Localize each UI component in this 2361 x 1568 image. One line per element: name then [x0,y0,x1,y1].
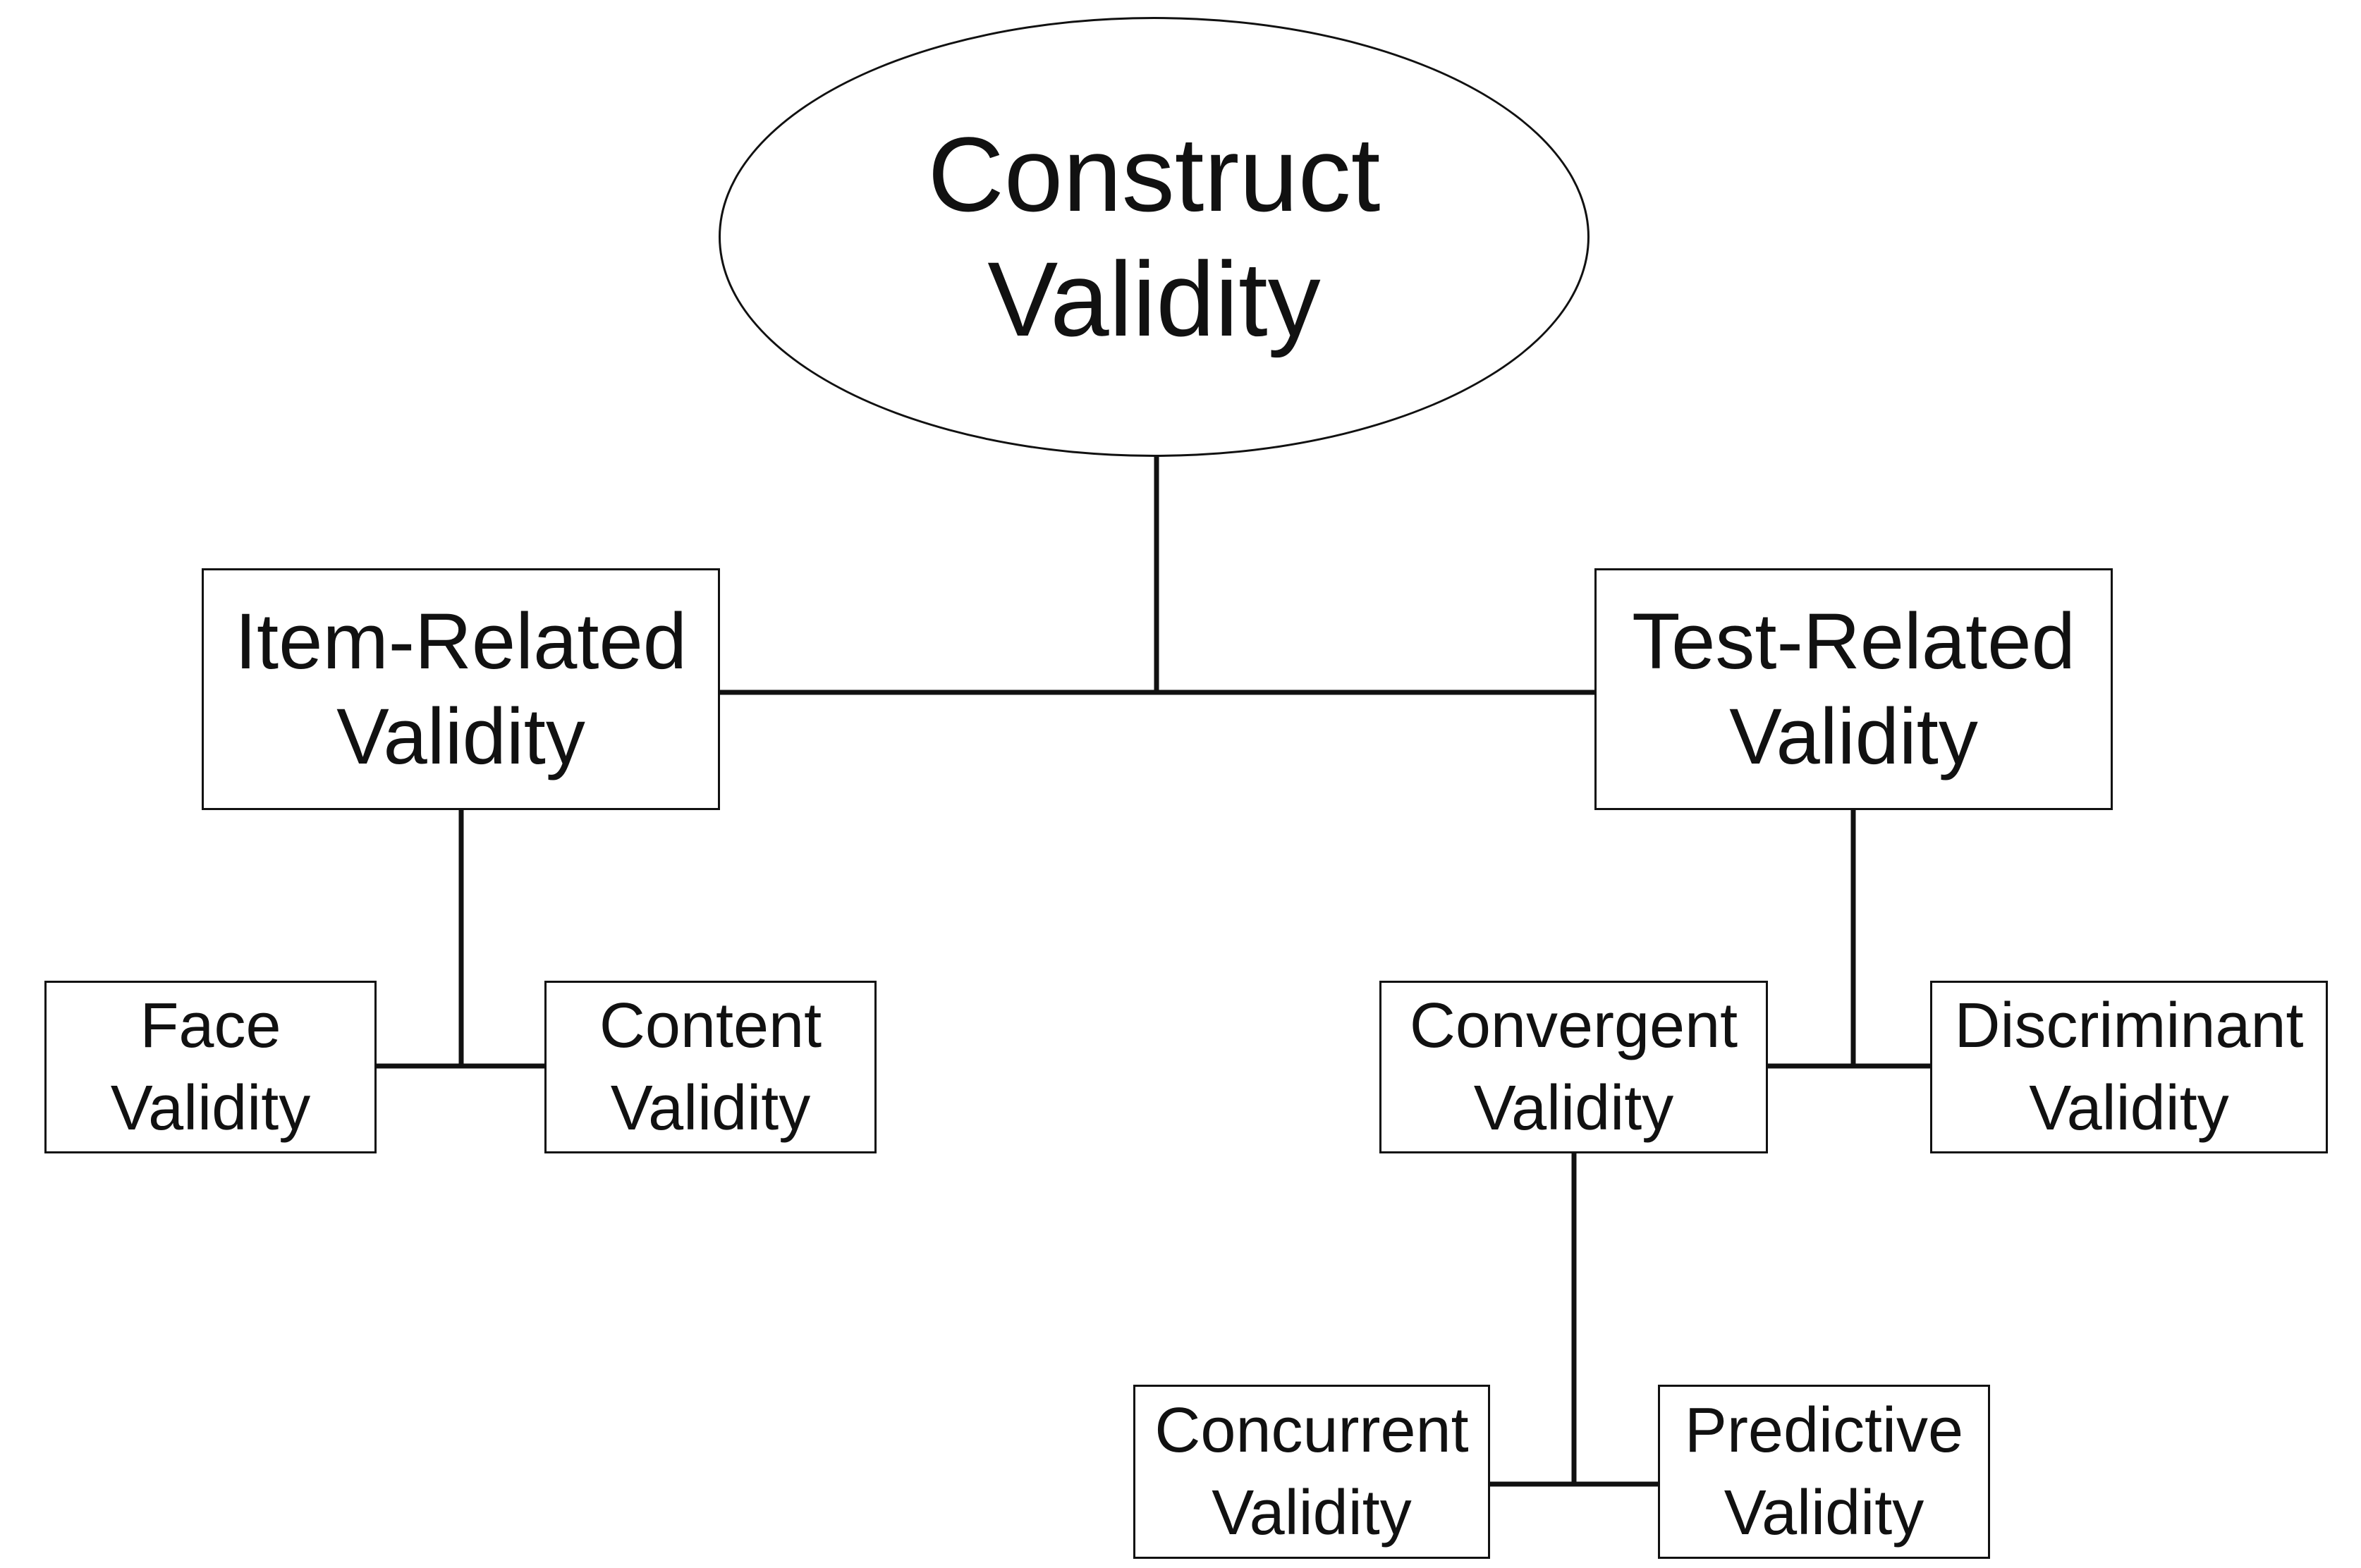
predictive-validity-line1: Predictive [1684,1395,1964,1466]
discriminant-validity-node: Discriminant Validity [1930,981,2328,1153]
content-validity-line1: Content [599,990,822,1061]
item-related-line2: Validity [336,692,585,780]
concurrent-validity-line2: Validity [1212,1477,1412,1548]
concurrent-validity-line1: Concurrent [1154,1395,1469,1466]
face-validity-line1: Face [140,990,281,1061]
convergent-validity-node: Convergent Validity [1379,981,1768,1153]
discriminant-validity-line1: Discriminant [1954,990,2304,1061]
construct-validity-line2: Validity [987,240,1321,358]
predictive-validity-node: Predictive Validity [1658,1385,1990,1559]
discriminant-validity-line2: Validity [2029,1072,2229,1144]
convergent-validity-line1: Convergent [1409,990,1738,1061]
convergent-validity-line2: Validity [1473,1072,1674,1144]
construct-validity-node: Construct Validity [719,17,1590,457]
concurrent-validity-node: Concurrent Validity [1133,1385,1490,1559]
face-validity-line2: Validity [110,1072,311,1144]
content-validity-line2: Validity [610,1072,811,1144]
test-related-validity-node: Test-Related Validity [1594,568,2113,810]
item-related-validity-node: Item-Related Validity [202,568,720,810]
test-related-line2: Validity [1729,692,1978,780]
face-validity-node: Face Validity [44,981,377,1153]
construct-validity-line1: Construct [927,115,1381,233]
content-validity-node: Content Validity [544,981,877,1153]
predictive-validity-line2: Validity [1724,1477,1924,1548]
item-related-line1: Item-Related [234,597,688,686]
test-related-line1: Test-Related [1632,597,2075,686]
